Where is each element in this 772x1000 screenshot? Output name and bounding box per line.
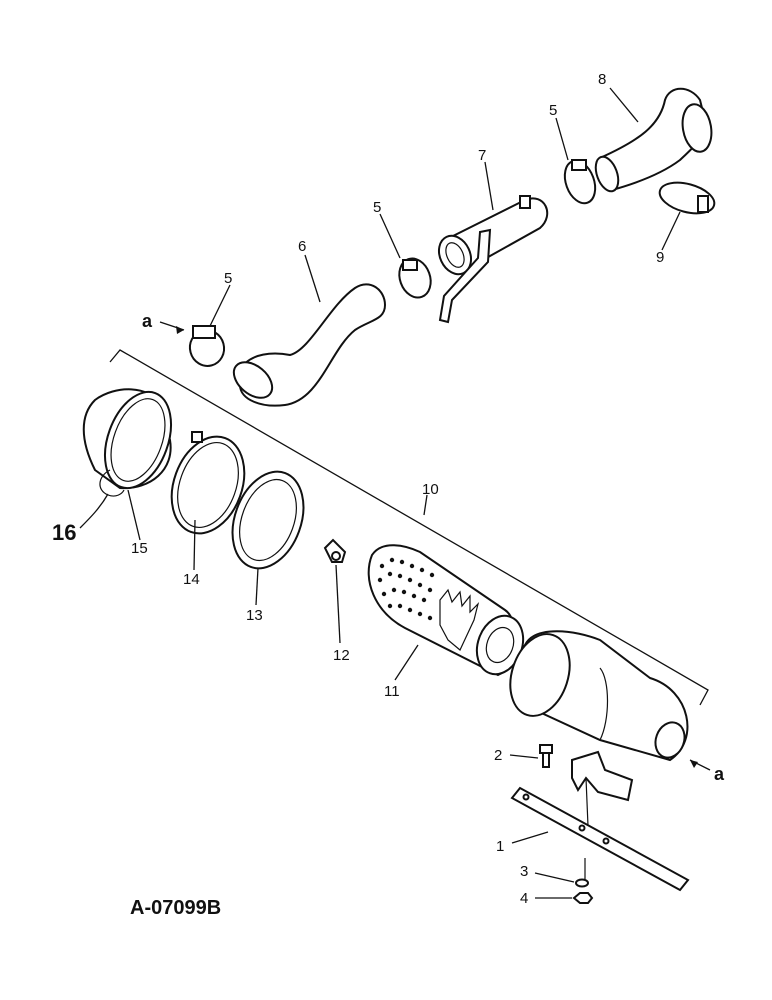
callout-1: 1	[496, 838, 504, 855]
connection-marker-upper: a	[142, 311, 184, 334]
callout-6: 6	[298, 238, 306, 255]
callout-13: 13	[246, 607, 263, 624]
callout-16: 16	[52, 520, 76, 545]
callout-3: 3	[520, 863, 528, 880]
leader-lines	[79, 87, 711, 899]
elbow-hose-part-8	[594, 87, 713, 193]
tube-part-7	[437, 195, 549, 324]
bolt-part-2	[539, 744, 553, 768]
callout-14: 14	[183, 571, 200, 588]
callout-8: 8	[598, 71, 606, 88]
clamp-part-5-upper	[563, 159, 597, 205]
clamp-part-9	[658, 181, 716, 215]
callout-5-upper: 5	[549, 102, 557, 119]
filter-element-part-11	[367, 544, 525, 677]
strap-part-1	[510, 777, 690, 892]
clamp-part-5-middle	[398, 257, 432, 299]
callout-7: 7	[478, 147, 486, 164]
band-ring-part-14	[170, 431, 246, 535]
ring-part-15	[82, 388, 172, 490]
gasket-part-13	[231, 470, 305, 570]
callout-9: 9	[656, 249, 664, 266]
callout-15: 15	[131, 540, 148, 557]
drawing-id: A-07099B	[130, 897, 221, 919]
connection-marker-lower: a	[690, 760, 725, 784]
hose-part-6	[232, 283, 387, 407]
perforations	[377, 557, 435, 621]
callout-5-middle: 5	[373, 199, 381, 216]
clamp-part-5-lower	[188, 325, 226, 367]
nut-part-4	[572, 858, 594, 904]
callout-12: 12	[333, 647, 350, 664]
canister-part-10	[509, 630, 689, 802]
callout-5-lower: 5	[224, 270, 232, 287]
svg-text:a: a	[142, 311, 153, 331]
callout-10: 10	[422, 481, 439, 498]
wing-nut-part-12	[323, 538, 347, 563]
assembly-bracket-10	[109, 349, 709, 706]
callout-11: 11	[384, 683, 400, 700]
callout-4: 4	[520, 890, 528, 907]
callout-2: 2	[494, 747, 502, 764]
svg-text:a: a	[714, 764, 725, 784]
washer-part-3	[575, 878, 589, 888]
